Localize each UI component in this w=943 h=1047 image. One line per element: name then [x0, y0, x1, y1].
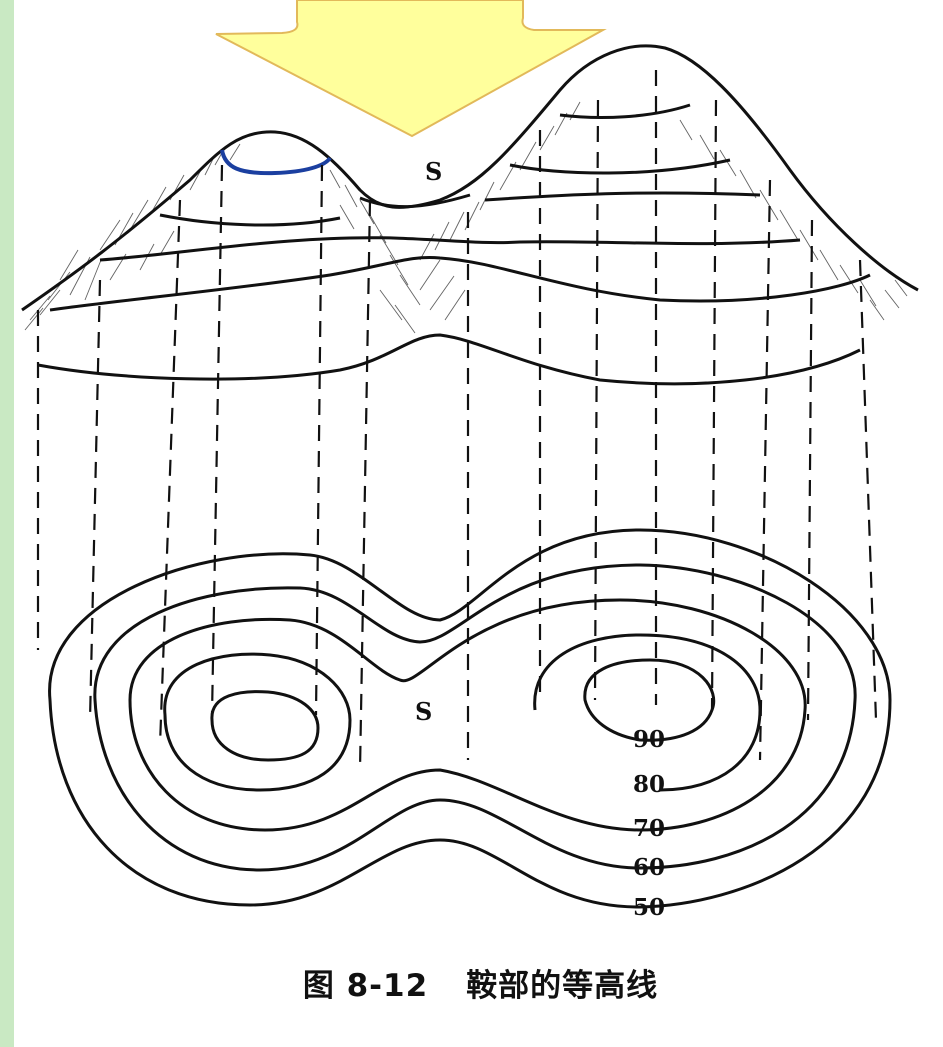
- highlighted-contour: [222, 150, 330, 173]
- contour-label-90: 90: [633, 726, 665, 753]
- contour-label-80: 80: [633, 771, 665, 798]
- plan-contours: [50, 530, 890, 907]
- contour-label-70: 70: [633, 815, 665, 842]
- contour-label-60: 60: [633, 854, 665, 881]
- caption-title: 鞍部的等高线: [466, 968, 658, 1004]
- caption-number: 图 8-12: [303, 968, 428, 1004]
- contour-label-50: 50: [633, 894, 665, 921]
- saddle-label-bottom: S: [415, 697, 432, 726]
- projection-lines: [38, 70, 876, 770]
- down-arrow-icon: [216, 0, 603, 136]
- figure-caption: 图 8-12 鞍部的等高线: [0, 960, 943, 1005]
- saddle-label-top: S: [425, 157, 442, 186]
